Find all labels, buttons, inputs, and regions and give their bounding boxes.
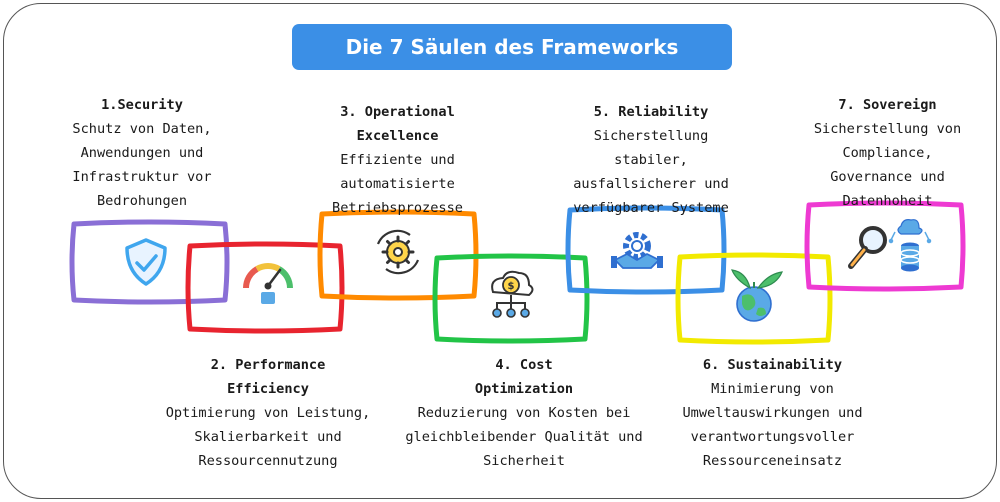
pillar-7-heading: 7. Sovereign [838,97,937,113]
magnifier-cloud-data-icon [848,219,932,272]
pillar-2-description: 2. Performance Efficiency Optimierung vo… [163,353,373,473]
pillar-1-box [69,219,230,305]
pillar-7-text: Sicherstellung von Compliance, Governanc… [813,121,962,209]
svg-text:$: $ [508,281,515,292]
pillar-4-box [432,253,590,344]
shield-check-icon [125,238,167,286]
outer-frame [3,3,997,499]
earth-leaves-icon [731,269,783,322]
pillar-4-heading: 4. Cost Optimization [474,357,574,397]
pillar-5-heading: 5. Reliability [593,104,709,120]
pillar-1-description: 1.Security Schutz von Daten, Anwendungen… [62,93,222,213]
pillar-6-heading: 6. Sustainability [702,357,843,373]
pillar-6-text: Minimierung von Umweltauswirkungen und v… [682,381,863,469]
pillar-1-heading: 1.Security [101,97,183,113]
page-title: Die 7 Säulen des Frameworks [345,35,679,59]
gear-automation-icon [376,229,420,275]
pillar-3-heading: 3. Operational Excellence [340,104,455,144]
pillar-3-text: Effiziente und automatisierte Betriebspr… [332,152,463,216]
pillar-7-description: 7. Sovereign Sicherstellung von Complian… [790,93,985,213]
speedometer-icon [243,263,293,304]
pillar-2-heading: 2. Performance Efficiency [210,357,326,397]
pillar-4-description: 4. Cost Optimization Reduzierung von Kos… [404,353,644,473]
pillar-6-box [675,252,833,345]
cloud-dollar-icon: $ [491,270,534,318]
pillar-2-box [185,241,345,334]
pillar-5-box [565,205,727,295]
title-banner: Die 7 Säulen des Frameworks [292,24,732,70]
pillar-7-box [804,200,966,292]
pillar-2-text: Optimierung von Leistung, Skalierbarkeit… [165,405,371,469]
pillar-3-box [317,209,479,301]
pillar-3-description: 3. Operational Excellence Effiziente und… [270,100,525,220]
pillar-5-text: Sicherstellung stabiler, ausfallsicherer… [573,128,729,216]
handshake-gear-icon [611,232,663,269]
pillar-1-text: Schutz von Daten, Anwendungen und Infras… [72,121,212,209]
pillar-6-description: 6. Sustainability Minimierung von Umwelt… [670,353,875,473]
pillar-4-text: Reduzierung von Kosten bei gleichbleiben… [405,405,643,469]
pillar-5-description: 5. Reliability Sicherstellung stabiler, … [556,100,746,220]
